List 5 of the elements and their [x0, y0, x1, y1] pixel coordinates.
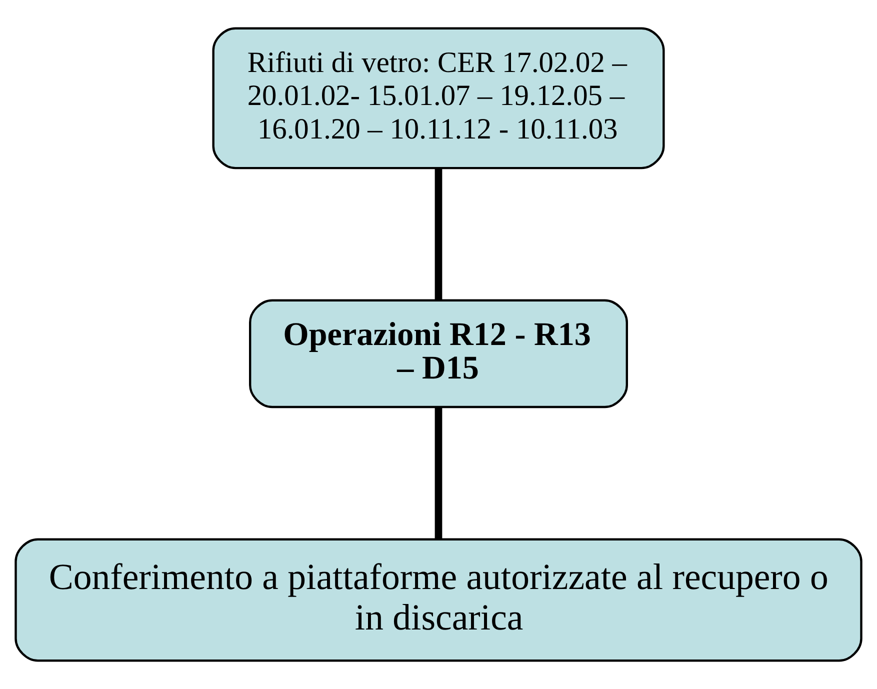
node-box: Rifiuti di vetro: CER 17.02.02 – 20.01.02- 15.01.07 – 19.12.05 – 16.01.20 – 10.11.12 - 10.11.03 — [212, 27, 665, 170]
connector — [434, 168, 442, 300]
node-box: Conferimento a piattaforme autorizzate al recupero o in discarica — [14, 538, 862, 662]
node-box: Operazioni R12 - R13 – D15 — [249, 299, 628, 408]
connector — [434, 408, 442, 538]
